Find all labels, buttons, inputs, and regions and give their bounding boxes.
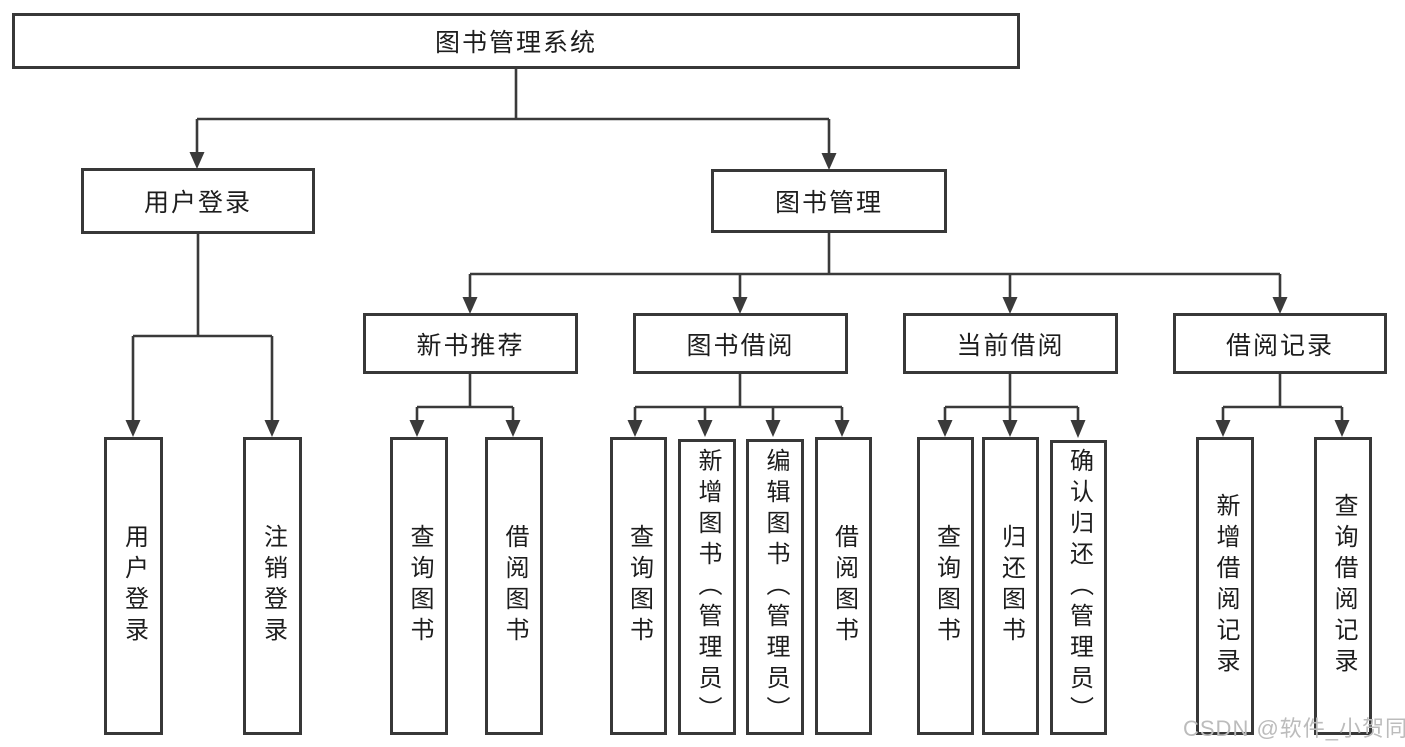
arrowhead-bb-query-books	[627, 420, 643, 437]
arrowhead-book-management	[821, 153, 837, 170]
leaf-cb-return-books: 归还图书	[982, 437, 1039, 735]
arrowhead-cb-confirm-return	[1070, 420, 1086, 438]
arrowhead-book-borrow	[732, 297, 748, 314]
leaf-user-login: 用户登录	[104, 437, 163, 735]
arrowhead-logout-leaf	[264, 420, 280, 437]
leaf-cb-query-books: 查询图书	[917, 437, 974, 735]
csdn-watermark: CSDN @软件_小贺同学	[1183, 716, 1405, 741]
connector-current-borrow-children	[943, 374, 1080, 420]
leaf-bb-edit-books-admin: 编辑图书（管理员）	[746, 439, 804, 735]
connector-borrow-records-children	[1221, 374, 1344, 420]
leaf-br-add-record: 新增借阅记录	[1196, 437, 1254, 735]
arrowhead-rec-borrow-books	[505, 420, 521, 437]
arrowhead-current-borrow	[1002, 297, 1018, 314]
arrowhead-br-add-record	[1215, 420, 1231, 437]
arrowhead-borrow-records	[1272, 297, 1288, 314]
arrowhead-bb-edit-books	[765, 420, 781, 437]
leaf-br-query-record: 查询借阅记录	[1314, 437, 1372, 735]
connector-new-book-recommend-children	[415, 374, 515, 420]
leaf-rec-query-books: 查询图书	[390, 437, 448, 735]
node-new-book-recommend: 新书推荐	[363, 313, 578, 374]
leaf-bb-borrow-books: 借阅图书	[815, 437, 872, 735]
connector-user-login-children	[131, 234, 274, 420]
leaf-rec-borrow-books: 借阅图书	[485, 437, 543, 735]
leaf-bb-add-books-admin: 新增图书（管理员）	[678, 439, 736, 735]
arrowhead-br-query-record	[1334, 420, 1350, 437]
arrowhead-new-book-recommend	[462, 297, 478, 314]
node-borrow-records: 借阅记录	[1173, 313, 1387, 374]
leaf-logout: 注销登录	[243, 437, 302, 735]
arrowhead-bb-add-books	[697, 420, 713, 437]
node-current-borrow: 当前借阅	[903, 313, 1118, 374]
arrowhead-bb-borrow-books	[834, 420, 850, 437]
node-library-management-system: 图书管理系统	[12, 13, 1020, 69]
node-book-borrow: 图书借阅	[633, 313, 848, 374]
arrowhead-cb-query-books	[937, 420, 953, 437]
connector-root-to-level2	[195, 69, 831, 153]
arrowhead-cb-return-books	[1002, 420, 1018, 437]
node-user-login: 用户登录	[81, 168, 315, 234]
arrowhead-user-login	[189, 152, 205, 169]
leaf-bb-query-books: 查询图书	[610, 437, 667, 735]
leaf-cb-confirm-return-admin: 确认归还（管理员）	[1050, 440, 1107, 735]
node-book-management: 图书管理	[711, 169, 947, 233]
connector-book-borrow-children	[633, 374, 844, 420]
arrowhead-user-login-leaf	[125, 420, 141, 437]
arrowhead-rec-query-books	[409, 420, 425, 437]
connector-book-management-children	[468, 233, 1282, 297]
